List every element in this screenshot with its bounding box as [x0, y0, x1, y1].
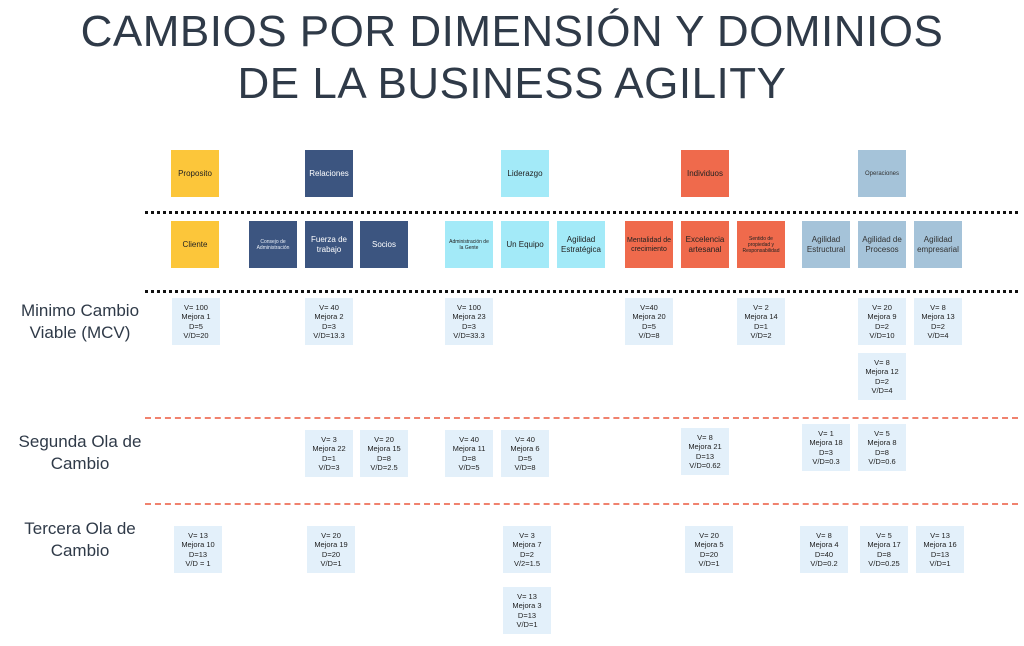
domain-excelencia: Excelencia artesanal: [681, 221, 729, 268]
domain-admin-gente: Administración de la Gente: [445, 221, 493, 268]
row-label-tercera-line-2: Cambio: [50, 541, 110, 560]
dimension-operaciones: Operaciones: [858, 150, 906, 197]
value-card-mcv-mentalidad: V=40 Mejora 20 D=5 V/D=8: [625, 298, 673, 345]
value-card-tercera-un-equipo-b: V= 13 Mejora 3 D=13 V/D=1: [503, 587, 551, 634]
value-card-segunda-un-equipo: V= 40 Mejora 6 D=5 V/D=8: [501, 430, 549, 477]
domain-agilidad-estrategica: Agilidad Estratégica: [557, 221, 605, 268]
row-label-segunda: Segunda Ola de Cambio: [0, 431, 160, 475]
value-card-tercera-cliente: V= 13 Mejora 10 D=13 V/D = 1: [174, 526, 222, 573]
value-card-tercera-excelencia: V= 20 Mejora 5 D=20 V/D=1: [685, 526, 733, 573]
title-line-1: CAMBIOS POR DIMENSIÓN Y DOMINIOS: [80, 7, 944, 56]
domain-mentalidad: Mentalidad de crecimiento: [625, 221, 673, 268]
value-card-tercera-estructural: V= 8 Mejora 4 D=40 V/D=0.2: [800, 526, 848, 573]
domain-agilidad-procesos: Agilidad de Procesos: [858, 221, 906, 268]
value-card-mcv-fuerza: V= 40 Mejora 2 D=3 V/D=13.3: [305, 298, 353, 345]
value-card-mcv-empresarial: V= 8 Mejora 13 D=2 V/D=4: [914, 298, 962, 345]
domain-socios: Socios: [360, 221, 408, 268]
dimension-relaciones: Relaciones: [305, 150, 353, 197]
row-label-tercera: Tercera Ola de Cambio: [0, 518, 160, 562]
value-card-mcv-sentido: V= 2 Mejora 14 D=1 V/D=2: [737, 298, 785, 345]
value-card-tercera-fuerza: V= 20 Mejora 19 D=20 V/D=1: [307, 526, 355, 573]
value-card-segunda-fuerza: V= 3 Mejora 22 D=1 V/D=3: [305, 430, 353, 477]
row-label-tercera-line-1: Tercera Ola de: [24, 519, 136, 538]
separator-dimensions: [145, 211, 1018, 214]
title-line-2: DE LA BUSINESS AGILITY: [237, 59, 787, 108]
domain-fuerza: Fuerza de trabajo: [305, 221, 353, 268]
domain-consejo: Consejo de Administración: [249, 221, 297, 268]
separator-domains: [145, 290, 1018, 293]
row-label-mcv: Minimo Cambio Viable (MCV): [0, 300, 160, 344]
value-card-mcv-procesos-a: V= 20 Mejora 9 D=2 V/D=10: [858, 298, 906, 345]
value-card-segunda-admin-gente: V= 40 Mejora 11 D=8 V/D=5: [445, 430, 493, 477]
dimension-liderazgo: Liderazgo: [501, 150, 549, 197]
value-card-tercera-procesos: V= 5 Mejora 17 D=8 V/D=0.25: [860, 526, 908, 573]
domain-cliente: Cliente: [171, 221, 219, 268]
domain-un-equipo: Un Equipo: [501, 221, 549, 268]
value-card-mcv-cliente: V= 100 Mejora 1 D=5 V/D=20: [172, 298, 220, 345]
row-label-mcv-line-1: Minimo Cambio: [20, 301, 140, 320]
value-card-tercera-empresarial: V= 13 Mejora 16 D=13 V/D=1: [916, 526, 964, 573]
domain-sentido: Sentido de propiedad y Responsabilidad: [737, 221, 785, 268]
value-card-segunda-socios: V= 20 Mejora 15 D=8 V/D=2.5: [360, 430, 408, 477]
page-title: CAMBIOS POR DIMENSIÓN Y DOMINIOS DE LA B…: [0, 6, 1024, 110]
dimension-proposito: Proposito: [171, 150, 219, 197]
separator-segunda: [145, 417, 1018, 419]
domain-agilidad-estructural: Agilidad Estructural: [802, 221, 850, 268]
value-card-mcv-admin-gente: V= 100 Mejora 23 D=3 V/D=33.3: [445, 298, 493, 345]
domain-agilidad-empresarial: Agilidad empresarial: [914, 221, 962, 268]
row-label-segunda-line-2: Cambio: [50, 454, 110, 473]
row-label-segunda-line-1: Segunda Ola de: [18, 432, 142, 451]
value-card-segunda-estructural: V= 1 Mejora 18 D=3 V/D=0.3: [802, 424, 850, 471]
value-card-segunda-procesos: V= 5 Mejora 8 D=8 V/D=0.6: [858, 424, 906, 471]
value-card-mcv-procesos-b: V= 8 Mejora 12 D=2 V/D=4: [858, 353, 906, 400]
dimension-individuos: Individuos: [681, 150, 729, 197]
separator-tercera: [145, 503, 1018, 505]
value-card-tercera-un-equipo-a: V= 3 Mejora 7 D=2 V/2=1.5: [503, 526, 551, 573]
value-card-segunda-excelencia: V= 8 Mejora 21 D=13 V/D=0.62: [681, 428, 729, 475]
row-label-mcv-line-2: Viable (MCV): [29, 323, 131, 342]
